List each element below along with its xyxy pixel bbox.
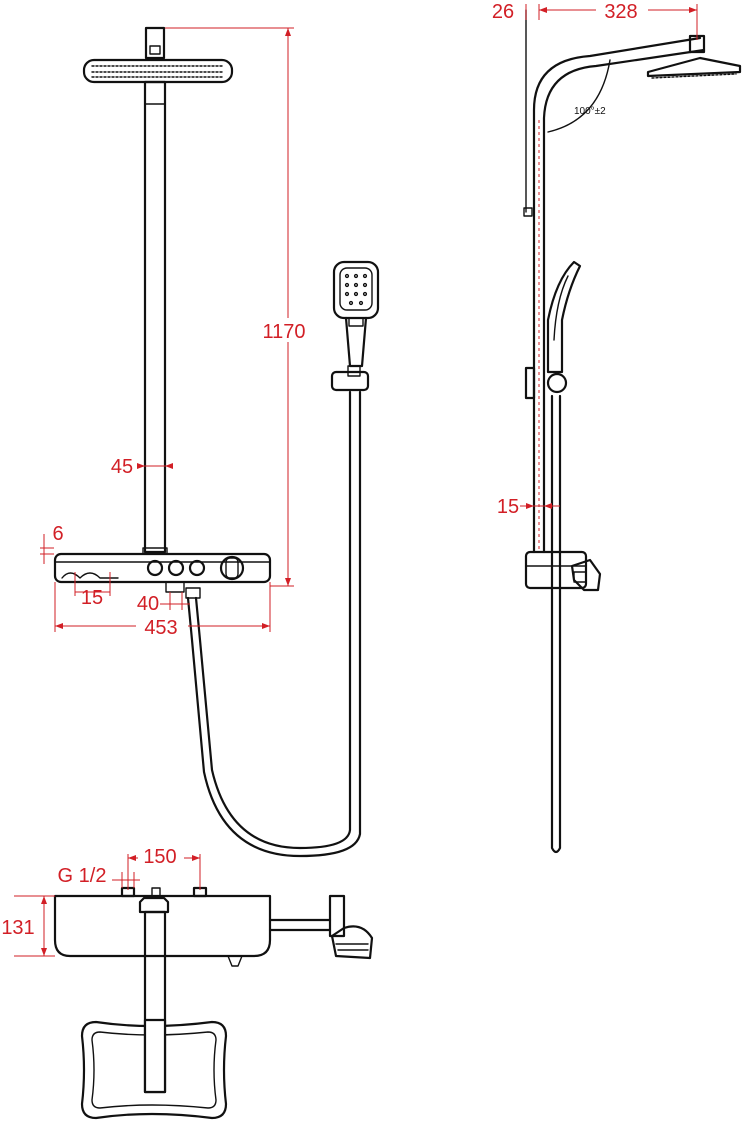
- side-holder-knob: [546, 372, 568, 394]
- top-overhead-head-inner: [91, 1031, 217, 1109]
- spray-nozzles: [344, 273, 368, 306]
- label-bg: [138, 844, 184, 866]
- top-mount-clip: [144, 26, 166, 60]
- label-pipe-diameter: 45: [111, 456, 133, 478]
- arrow-head: [55, 623, 63, 629]
- angle-arc: [547, 59, 611, 133]
- control-button: [167, 559, 185, 577]
- shelf-soap-tray: [61, 572, 119, 579]
- arrow-head: [262, 623, 270, 629]
- top-view: [53, 886, 374, 1120]
- temperature-knob: [219, 555, 245, 581]
- overhead-shower-head: [82, 58, 234, 84]
- arrow-head: [41, 896, 47, 904]
- mount-screw: [149, 45, 161, 55]
- control-button: [146, 559, 164, 577]
- holder-clip: [347, 365, 361, 377]
- label-body-depth: 131: [1, 917, 34, 939]
- hose-connector: [185, 587, 201, 599]
- thermostat-shelf-body: [53, 552, 272, 584]
- shower-hose-inner: [186, 390, 362, 858]
- front-dimensions: 1170 45 6 15 40 453: [40, 27, 314, 639]
- top-overhead-head-outer: [80, 1020, 228, 1120]
- front-view: [53, 26, 380, 858]
- side-hand-shower: [546, 260, 582, 374]
- label-arm-angle: 100°±2: [574, 106, 606, 117]
- label-side-offset: 26: [492, 1, 514, 23]
- arrow-head: [192, 855, 200, 861]
- label-inlet-centres: 150: [143, 846, 176, 868]
- arrow-head: [165, 463, 173, 469]
- arrow-head: [285, 578, 291, 586]
- riser-pipe: [143, 80, 167, 554]
- side-holder-plate: [524, 366, 536, 400]
- shower-hose-outer: [194, 390, 352, 850]
- top-riser-over-head: [143, 1018, 167, 1094]
- wall-bracket: [523, 207, 533, 217]
- arrow-head: [41, 948, 47, 956]
- label-bg: [596, 0, 648, 22]
- knob-grip: [225, 557, 239, 579]
- top-dimensions: 150 G 1/2 131: [1, 844, 201, 957]
- arrow-head: [128, 855, 136, 861]
- control-button: [188, 559, 206, 577]
- label-shelf-offset: 6: [52, 523, 63, 545]
- label-body-width: 453: [144, 617, 177, 639]
- handle-neck: [348, 317, 364, 327]
- side-hand-shower-face: [553, 275, 569, 341]
- hand-shower-ribs: [335, 943, 369, 951]
- arrow-head: [544, 503, 552, 509]
- label-inlet-spacing: 40: [137, 593, 159, 615]
- side-dimensions: 328 26 15: [492, 0, 698, 518]
- hose-outlet: [165, 581, 185, 593]
- arrow-head: [137, 463, 145, 469]
- side-riser-arm-inner: [542, 48, 706, 554]
- arrow-head: [285, 28, 291, 36]
- top-pipe-collar: [138, 896, 170, 914]
- holder-block: [328, 894, 346, 938]
- arrow-head: [539, 7, 547, 13]
- side-thermostat-body: [524, 550, 588, 590]
- label-height-total: 1170: [262, 321, 305, 343]
- label-thread: G 1/2: [58, 865, 107, 887]
- side-knob-detail: [573, 571, 587, 583]
- hand-shower-face: [339, 267, 373, 311]
- label-bg: [254, 318, 314, 342]
- shower-holder-bracket: [330, 370, 370, 392]
- nozzle-row: [651, 73, 737, 79]
- label-side-pipe: 15: [497, 496, 519, 518]
- side-overhead-head: [646, 56, 742, 78]
- side-view: 100°±2: [523, 9, 742, 854]
- side-hose: [550, 394, 562, 854]
- top-outlet: [227, 955, 243, 967]
- top-hand-shower: [330, 925, 374, 960]
- label-bg: [136, 614, 188, 638]
- arrow-head: [526, 503, 534, 509]
- label-arm-length: 328: [604, 1, 637, 23]
- arrow-head: [689, 7, 697, 13]
- side-riser-arm-outer: [532, 36, 702, 554]
- top-collar-pin: [151, 887, 161, 897]
- label-spout-offset: 15: [81, 587, 103, 609]
- top-thermostat-body: [53, 894, 272, 958]
